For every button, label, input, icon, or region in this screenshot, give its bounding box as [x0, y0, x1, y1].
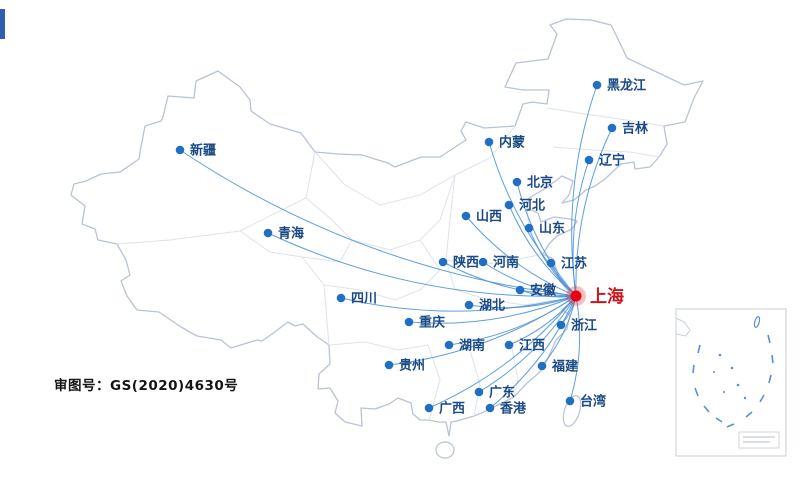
- flight-line: [572, 159, 590, 297]
- province-label: 台湾: [580, 394, 606, 410]
- flight-line: [340, 295, 577, 312]
- china-outline: [70, 18, 704, 437]
- province-label: 湖南: [459, 338, 485, 354]
- province-label: 青海: [278, 226, 304, 242]
- flight-line: [465, 215, 577, 297]
- province-label: 安徽: [530, 283, 557, 299]
- flight-line: [482, 261, 577, 297]
- flight-line: [442, 261, 577, 297]
- flight-line: [516, 181, 577, 297]
- province-dot: [263, 228, 273, 238]
- flight-line: [488, 141, 577, 297]
- province-label: 辽宁: [599, 153, 625, 169]
- south-china-sea-inset: [675, 308, 787, 457]
- province-label: 湖北: [479, 299, 505, 314]
- province-dot: [537, 361, 547, 371]
- province-label: 河北: [519, 198, 545, 214]
- flight-line: [428, 295, 577, 409]
- flight-line: [468, 295, 577, 309]
- province-dot: [384, 360, 394, 370]
- flight-line: [408, 295, 577, 324]
- flight-line: [478, 295, 577, 393]
- inset-fineprint: [738, 431, 780, 449]
- flight-line: [575, 127, 613, 297]
- province-label: 广西: [439, 401, 465, 417]
- province-dot: [404, 317, 414, 327]
- province-label: 江西: [519, 338, 545, 354]
- province-markers: 黑龙江吉林辽宁 内蒙北京河北山西山东 新疆青海陕西河南 江苏安徽四川 湖北重庆 浙江湖南 江…: [175, 78, 648, 417]
- province-label: 重庆: [419, 315, 445, 331]
- flight-line: [267, 232, 577, 297]
- province-label: 吉林: [622, 121, 648, 137]
- province-dot: [556, 320, 566, 330]
- province-label: 广东: [489, 385, 515, 401]
- province-dot: [524, 223, 534, 233]
- province-label: 贵州: [399, 358, 425, 374]
- province-label: 陕西: [453, 255, 479, 271]
- province-dot: [484, 137, 494, 147]
- province-dot: [504, 340, 514, 350]
- province-dot: [464, 300, 474, 310]
- map-approval-number: 审图号：GS(2020)4630号: [54, 378, 239, 394]
- province-dot: [474, 387, 484, 397]
- province-label: 浙江: [571, 318, 597, 334]
- shanghai-hub-marker: 上海: [566, 286, 624, 307]
- province-dot: [592, 80, 602, 90]
- province-label: 四川: [351, 292, 377, 307]
- province-dot: [336, 293, 346, 303]
- province-dot: [607, 123, 617, 133]
- province-dot: [515, 285, 525, 295]
- province-dot: [444, 340, 454, 350]
- flight-line: [489, 295, 577, 409]
- province-dot: [424, 403, 434, 413]
- flight-line: [569, 295, 581, 402]
- left-edge-accent: [0, 9, 5, 39]
- province-label: 北京: [527, 175, 553, 191]
- flight-line: [388, 295, 577, 366]
- flight-line: [541, 295, 577, 367]
- province-dot: [584, 155, 594, 165]
- province-dot: [175, 145, 185, 155]
- province-label: 福建: [551, 359, 578, 375]
- province-label: 内蒙: [499, 135, 525, 151]
- shanghai-label: 上海: [590, 286, 624, 307]
- province-label: 山西: [476, 209, 502, 225]
- province-dot: [438, 257, 448, 267]
- province-dot: [461, 211, 471, 221]
- province-label: 新疆: [190, 143, 216, 159]
- province-dot: [478, 257, 488, 267]
- shanghai-dot: [570, 290, 582, 302]
- province-dot: [504, 200, 514, 210]
- province-label: 江苏: [561, 256, 587, 272]
- province-label: 山东: [539, 221, 565, 237]
- province-dot: [485, 403, 495, 413]
- province-dot: [565, 396, 575, 406]
- province-label: 黑龙江: [607, 78, 646, 94]
- province-dot: [512, 177, 522, 187]
- province-dot: [546, 258, 556, 268]
- province-borders: [116, 107, 665, 421]
- province-label: 河南: [493, 255, 519, 271]
- hainan-island: [435, 441, 455, 459]
- province-label: 香港: [499, 401, 527, 417]
